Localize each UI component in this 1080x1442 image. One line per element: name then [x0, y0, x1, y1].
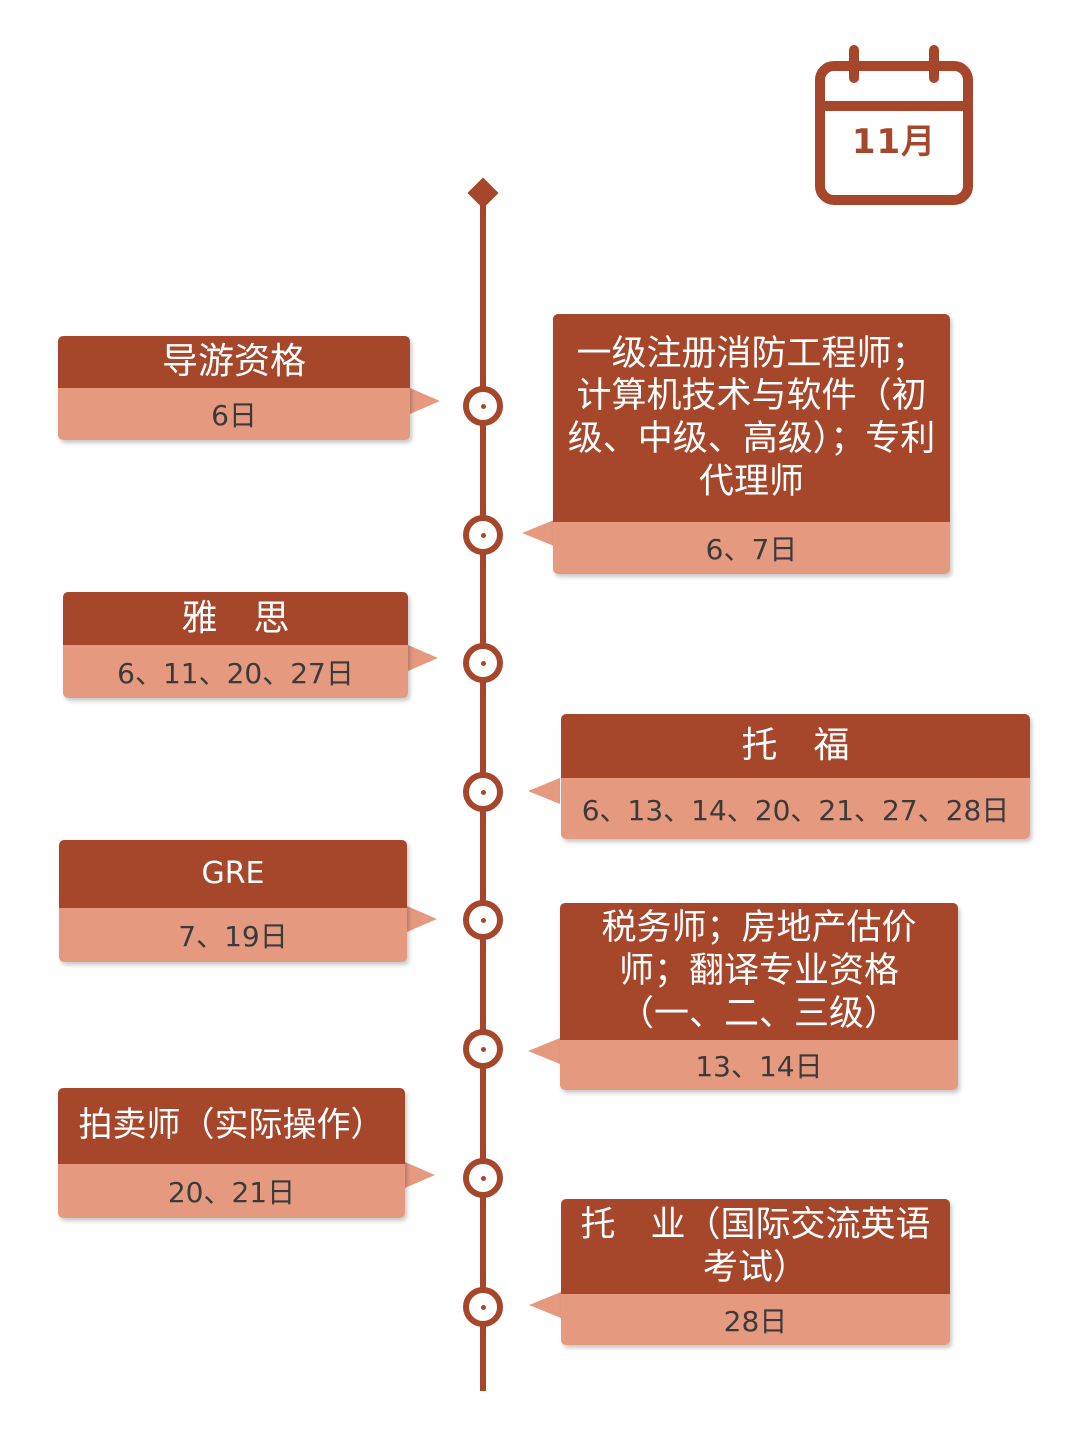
calendar-month-label: 11月: [851, 122, 937, 162]
event-pointer: [408, 645, 438, 671]
event-card-tour-guide: 导游资格 6日: [58, 336, 410, 440]
event-card-auctioneer: 拍卖师（实际操作） 20、21日: [58, 1088, 405, 1218]
timeline-node: [463, 1287, 503, 1327]
timeline-node: [463, 386, 503, 426]
timeline-node: [463, 643, 503, 683]
timeline-node: [463, 900, 503, 940]
event-title: 托 福: [561, 714, 1030, 778]
event-title: GRE: [59, 840, 407, 908]
event-card-tax-advisor: 税务师；房地产估价师；翻译专业资格（一、二、三级） 13、14日: [560, 903, 958, 1090]
event-date: 13、14日: [560, 1040, 958, 1090]
event-title: 税务师；房地产估价师；翻译专业资格（一、二、三级）: [560, 903, 958, 1040]
event-pointer: [405, 1162, 435, 1188]
event-pointer: [529, 1292, 561, 1318]
event-title: 托 业（国际交流英语考试）: [561, 1199, 950, 1294]
event-card-toeic: 托 业（国际交流英语考试） 28日: [561, 1199, 950, 1345]
event-card-ielts: 雅 思 6、11、20、27日: [63, 592, 408, 698]
event-date: 6、11、20、27日: [63, 645, 408, 698]
timeline-node: [463, 772, 503, 812]
event-date: 6、13、14、20、21、27、28日: [561, 778, 1030, 839]
event-card-toefl: 托 福 6、13、14、20、21、27、28日: [561, 714, 1030, 839]
event-card-gre: GRE 7、19日: [59, 840, 407, 962]
event-date: 7、19日: [59, 908, 407, 962]
event-pointer: [407, 906, 437, 932]
event-pointer: [410, 388, 440, 414]
timeline-node: [463, 515, 503, 555]
event-date: 28日: [561, 1294, 950, 1345]
event-pointer: [528, 778, 560, 804]
event-date: 6、7日: [553, 522, 950, 574]
event-title: 导游资格: [58, 336, 410, 388]
event-date: 6日: [58, 388, 410, 440]
calendar-icon: [815, 45, 973, 205]
event-title: 拍卖师（实际操作）: [58, 1088, 405, 1164]
event-title: 雅 思: [63, 592, 408, 645]
event-date: 20、21日: [58, 1164, 405, 1218]
timeline-top-diamond: [467, 177, 499, 209]
timeline-node: [463, 1158, 503, 1198]
event-title: 一级注册消防工程师；计算机技术与软件（初级、中级、高级）；专利代理师: [553, 314, 950, 522]
event-pointer: [522, 520, 554, 546]
event-card-fire-engineer: 一级注册消防工程师；计算机技术与软件（初级、中级、高级）；专利代理师 6、7日: [553, 314, 950, 574]
timeline-node: [463, 1029, 503, 1069]
event-pointer: [528, 1038, 560, 1064]
